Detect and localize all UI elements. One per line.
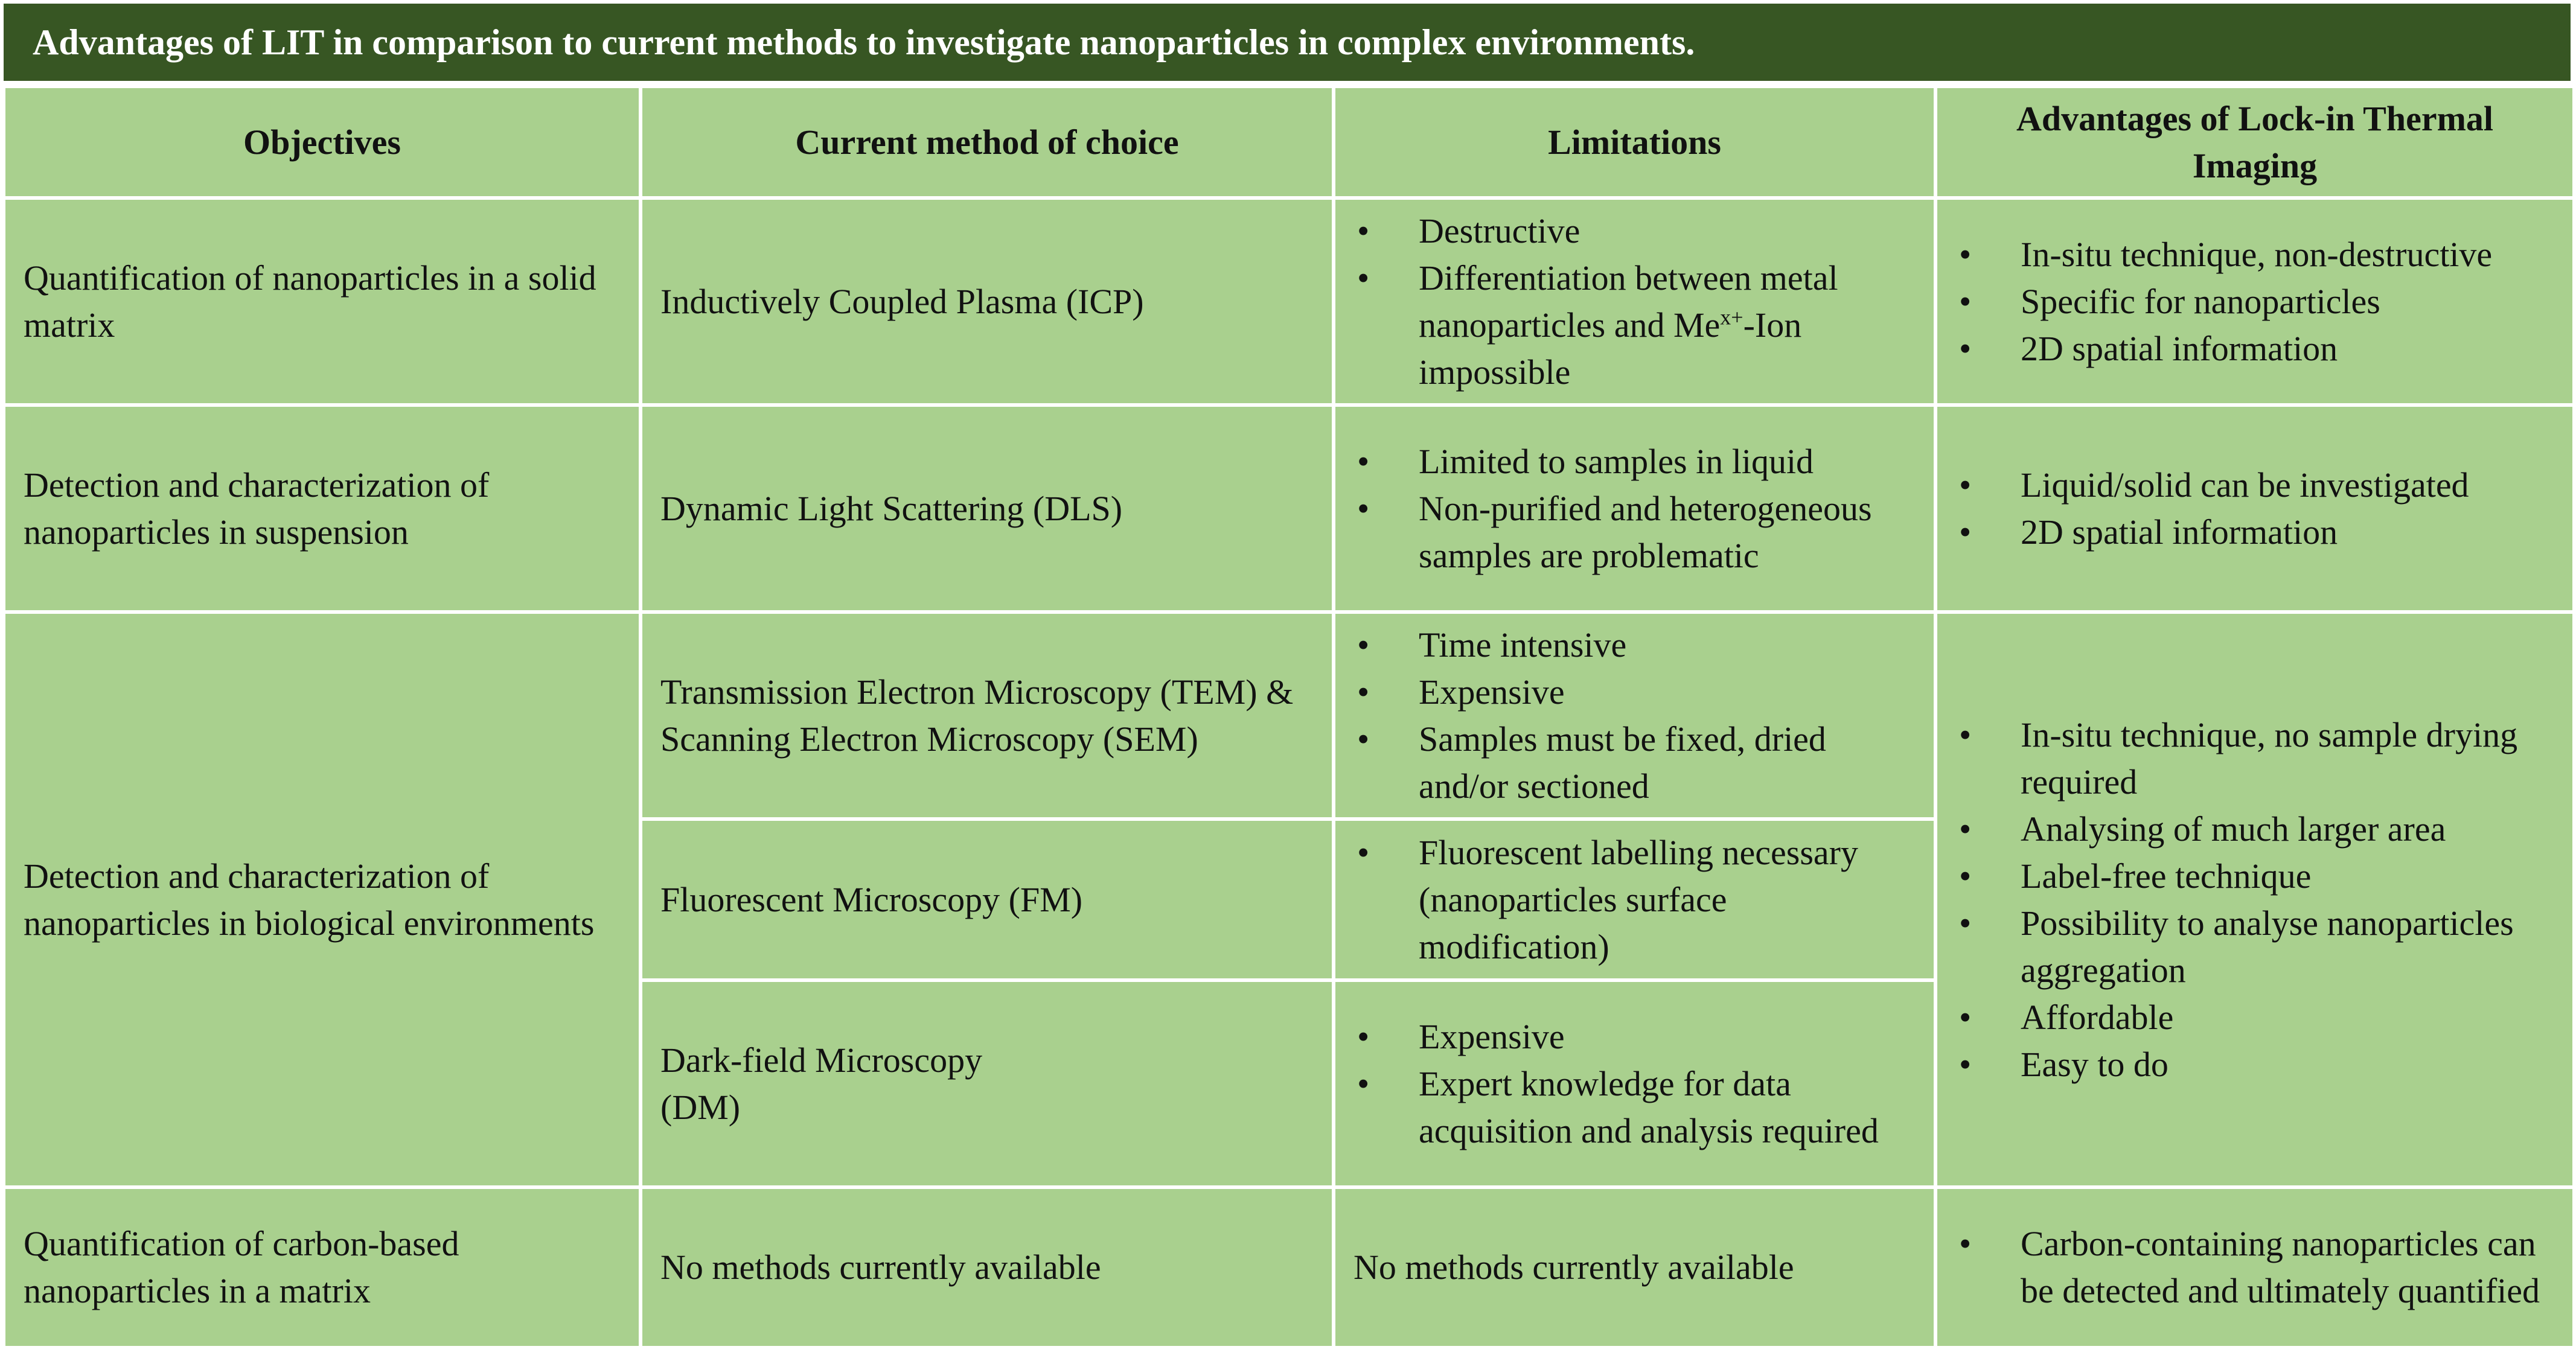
list-item: Samples must be fixed, dried and/or sect… [1354,716,1916,810]
method-cell: Fluorescent Microscopy (FM) [639,817,1335,982]
list-item: 2D spatial information [1955,325,2554,372]
advantages-cell: Carbon-containing nanoparticles can be d… [1934,1185,2576,1350]
list-item: Differentiation between metal nanopartic… [1354,255,1916,396]
advantages-cell: In-situ technique, no sample drying requ… [1934,610,2576,1189]
list-item: Analysing of much larger area [1955,806,2554,853]
list-item-text: -Ion impossible [1419,305,1802,392]
list-item: Carbon-containing nanoparticles can be d… [1955,1220,2554,1315]
list-item: Possibility to analyse nanoparticles agg… [1955,900,2554,994]
limitations-cell: Time intensive Expensive Samples must be… [1332,610,1937,821]
advantages-cell: Liquid/solid can be investigated 2D spat… [1934,403,2576,614]
table-row: Detection and characterization of nanopa… [2,403,2576,614]
advantages-cell: In-situ technique, non-destructive Speci… [1934,196,2576,407]
advantages-list: Liquid/solid can be investigated 2D spat… [1955,462,2554,556]
list-item: Label-free technique [1955,853,2554,900]
list-item: In-situ technique, non-destructive [1955,231,2554,278]
method-cell: Inductively Coupled Plasma (ICP) [639,196,1335,407]
header-limitations: Limitations [1332,84,1937,200]
list-item: Affordable [1955,994,2554,1041]
list-item: Limited to samples in liquid [1354,438,1916,485]
limitations-list: Fluorescent labelling necessary (nanopar… [1354,829,1916,971]
list-item-text: Differentiation between metal nanopartic… [1419,258,1838,345]
limitations-list: Limited to samples in liquid Non-purifie… [1354,438,1916,579]
limitations-cell: Destructive Differentiation between meta… [1332,196,1937,407]
header-row: Objectives Current method of choice Limi… [2,84,2576,200]
header-objectives: Objectives [2,84,642,200]
advantages-list: In-situ technique, no sample drying requ… [1955,712,2554,1088]
list-item: Fluorescent labelling necessary (nanopar… [1354,829,1916,971]
method-cell: Dark-field Microscopy (DM) [639,978,1335,1189]
advantages-list: Carbon-containing nanoparticles can be d… [1955,1220,2554,1315]
limitations-cell: Fluorescent labelling necessary (nanopar… [1332,817,1937,982]
list-item: Expensive [1354,669,1916,716]
limitations-cell: No methods currently available [1332,1185,1937,1350]
limitations-list: Destructive Differentiation between meta… [1354,208,1916,396]
table-row: Detection and characterization of nanopa… [2,610,2576,1189]
list-item: Expensive [1354,1013,1916,1060]
method-name: Dark-field Microscopy [660,1040,983,1080]
method-cell: No methods currently available [639,1185,1335,1350]
objective-cell: Quantification of nanoparticles in a sol… [2,196,642,407]
ion-charge-superscript: x+ [1720,305,1743,330]
method-cell: Transmission Electron Microscopy (TEM) &… [639,610,1335,821]
header-advantages: Advantages of Lock-in Thermal Imaging [1934,84,2576,200]
advantages-list: In-situ technique, non-destructive Speci… [1955,231,2554,372]
limitations-cell: Expensive Expert knowledge for data acqu… [1332,978,1937,1189]
list-item: Specific for nanoparticles [1955,278,2554,325]
list-item: Non-purified and heterogeneous samples a… [1354,485,1916,579]
limitations-cell: Limited to samples in liquid Non-purifie… [1332,403,1937,614]
table-row: Dark-field Microscopy (DM) Expensive Exp… [4,978,2574,1189]
objective-cell: Quantification of carbon-based nanoparti… [2,1185,642,1350]
header-current-method: Current method of choice [639,84,1335,200]
list-item: Destructive [1354,208,1916,255]
limitations-list: Time intensive Expensive Samples must be… [1354,622,1916,810]
method-abbreviation: (DM) [660,1087,741,1127]
limitations-list: Expensive Expert knowledge for data acqu… [1354,1013,1916,1155]
table-row: Fluorescent Microscopy (FM) Fluorescent … [4,817,2574,982]
method-cell: Dynamic Light Scattering (DLS) [639,403,1335,614]
list-item: Easy to do [1955,1041,2554,1088]
list-item: 2D spatial information [1955,509,2554,556]
list-item: Liquid/solid can be investigated [1955,462,2554,509]
table-title: Advantages of LIT in comparison to curre… [4,4,2571,81]
objective-cell: Detection and characterization of nanopa… [2,403,642,614]
list-item: Time intensive [1354,622,1916,669]
objective-cell: Detection and characterization of nanopa… [2,610,642,1189]
list-item: Expert knowledge for data acquisition an… [1354,1060,1916,1155]
list-item: In-situ technique, no sample drying requ… [1955,712,2554,806]
comparison-table: Objectives Current method of choice Limi… [2,84,2576,1350]
table-row: Quantification of carbon-based nanoparti… [2,1185,2576,1350]
table-row: Quantification of nanoparticles in a sol… [2,196,2576,407]
